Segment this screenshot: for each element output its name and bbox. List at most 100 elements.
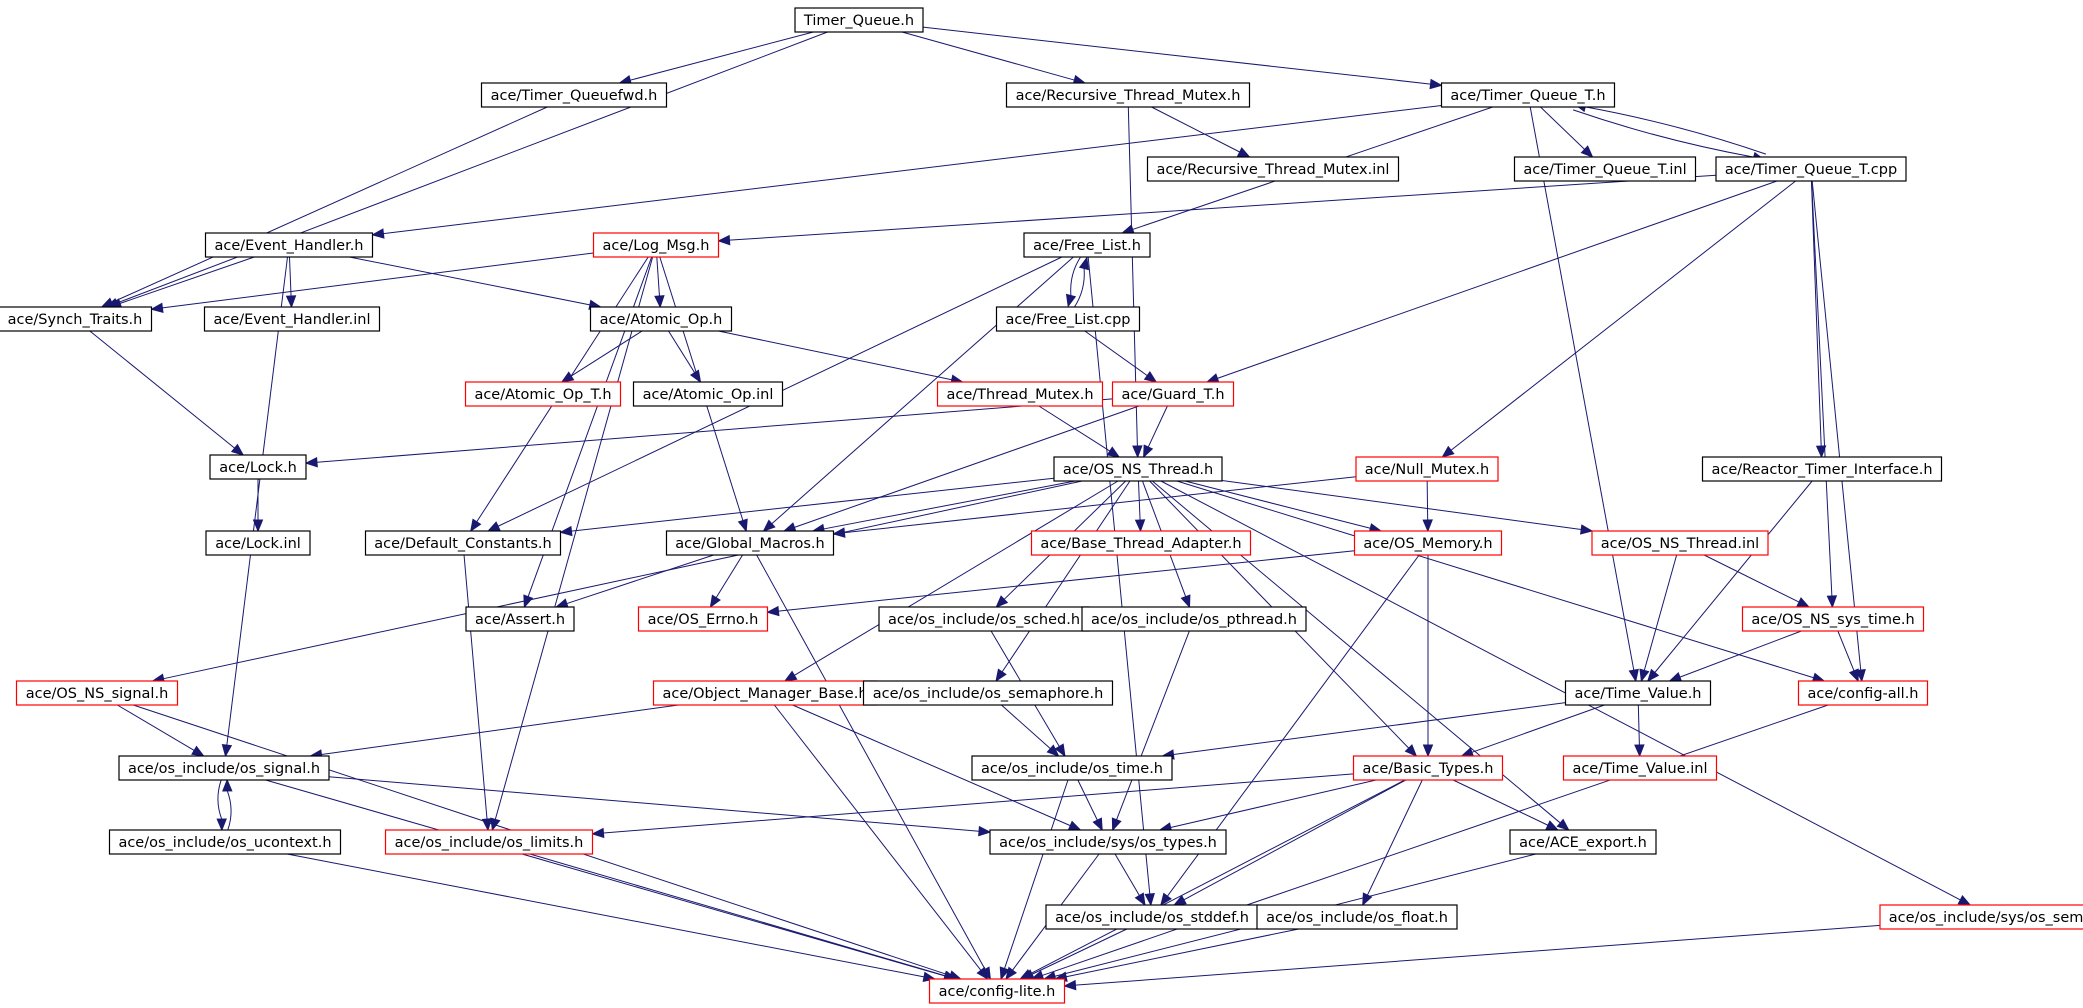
node-ace-lock-inl[interactable]: ace/Lock.inl <box>205 530 311 556</box>
node-box[interactable] <box>632 381 784 407</box>
node-ace-os-include-os-sched-h[interactable]: ace/os_include/os_sched.h <box>878 606 1090 632</box>
node-box[interactable] <box>1111 381 1235 407</box>
node-box[interactable] <box>1562 755 1718 781</box>
node-box[interactable] <box>1879 904 2083 930</box>
node-box[interactable] <box>205 530 311 556</box>
node-ace-os-include-os-float-h[interactable]: ace/os_include/os_float.h <box>1256 904 1458 930</box>
node-ace-atomic-op-inl[interactable]: ace/Atomic_Op.inl <box>632 381 784 407</box>
node-box[interactable] <box>118 755 330 781</box>
node-ace-recursive-thread-mutex-inl[interactable]: ace/Recursive_Thread_Mutex.inl <box>1146 156 1400 182</box>
node-box[interactable] <box>1355 456 1499 482</box>
node-ace-free-list-h[interactable]: ace/Free_List.h <box>1023 232 1151 258</box>
node-box[interactable] <box>1256 904 1458 930</box>
node-box[interactable] <box>1146 156 1400 182</box>
node-box[interactable] <box>204 232 374 258</box>
node-ace-os-ns-thread-inl[interactable]: ace/OS_NS_Thread.inl <box>1591 530 1769 556</box>
node-ace-lock-h[interactable]: ace/Lock.h <box>209 454 307 480</box>
node-ace-os-ns-thread-h[interactable]: ace/OS_NS_Thread.h <box>1053 456 1223 482</box>
node-box[interactable] <box>1440 82 1616 108</box>
node-box[interactable] <box>15 680 179 706</box>
node-box[interactable] <box>465 606 575 632</box>
node-ace-timer-queuefwd-h[interactable]: ace/Timer_Queuefwd.h <box>480 82 668 108</box>
node-ace-reactor-timer-interface-h[interactable]: ace/Reactor_Timer_Interface.h <box>1701 456 1943 482</box>
node-box[interactable] <box>108 829 342 855</box>
node-ace-base-thread-adapter-h[interactable]: ace/Base_Thread_Adapter.h <box>1030 530 1252 556</box>
node-box[interactable] <box>1741 606 1925 632</box>
node-ace-timer-queue-t-h[interactable]: ace/Timer_Queue_T.h <box>1440 82 1616 108</box>
node-ace-timer-queue-t-inl[interactable]: ace/Timer_Queue_T.inl <box>1513 156 1697 182</box>
node-ace-global-macros-h[interactable]: ace/Global_Macros.h <box>665 530 835 556</box>
node-ace-os-include-os-limits-h[interactable]: ace/os_include/os_limits.h <box>384 829 594 855</box>
node-ace-recursive-thread-mutex-h[interactable]: ace/Recursive_Thread_Mutex.h <box>1005 82 1251 108</box>
node-box[interactable] <box>928 978 1066 1004</box>
node-ace-object-manager-base-h[interactable]: ace/Object_Manager_Base.h <box>652 680 878 706</box>
node-ace-os-include-sys-os-sem-h[interactable]: ace/os_include/sys/os_sem.h <box>1879 904 2083 930</box>
node-ace-os-include-os-ucontext-h[interactable]: ace/os_include/os_ucontext.h <box>108 829 342 855</box>
node-box[interactable] <box>384 829 594 855</box>
node-box[interactable] <box>0 306 153 332</box>
node-box[interactable] <box>209 454 307 480</box>
node-ace-config-all-h[interactable]: ace/config-all.h <box>1797 680 1929 706</box>
node-box[interactable] <box>989 829 1227 855</box>
node-box[interactable] <box>1797 680 1929 706</box>
node-box[interactable] <box>1081 606 1307 632</box>
node-ace-ace-export-h[interactable]: ace/ACE_export.h <box>1509 829 1657 855</box>
node-box[interactable] <box>480 82 668 108</box>
node-box[interactable] <box>1045 904 1259 930</box>
node-box[interactable] <box>1352 755 1504 781</box>
node-box[interactable] <box>464 381 622 407</box>
node-ace-timer-queue-t-cpp[interactable]: ace/Timer_Queue_T.cpp <box>1715 156 1907 182</box>
node-box[interactable] <box>637 606 769 632</box>
node-box[interactable] <box>1513 156 1697 182</box>
node-box[interactable] <box>1591 530 1769 556</box>
node-ace-os-include-sys-os-types-h[interactable]: ace/os_include/sys/os_types.h <box>989 829 1227 855</box>
node-box[interactable] <box>1053 456 1223 482</box>
node-box[interactable] <box>665 530 835 556</box>
node-ace-basic-types-h[interactable]: ace/Basic_Types.h <box>1352 755 1504 781</box>
node-box[interactable] <box>794 7 924 33</box>
node-ace-synch-traits-h[interactable]: ace/Synch_Traits.h <box>0 306 153 332</box>
node-box[interactable] <box>1353 530 1503 556</box>
node-ace-os-ns-sys-time-h[interactable]: ace/OS_NS_sys_time.h <box>1741 606 1925 632</box>
node-ace-event-handler-inl[interactable]: ace/Event_Handler.inl <box>203 306 381 332</box>
node-box[interactable] <box>1715 156 1907 182</box>
node-box[interactable] <box>1005 82 1251 108</box>
node-box[interactable] <box>1023 232 1151 258</box>
node-ace-os-include-os-signal-h[interactable]: ace/os_include/os_signal.h <box>118 755 330 781</box>
node-ace-default-constants-h[interactable]: ace/Default_Constants.h <box>364 530 562 556</box>
node-box[interactable] <box>995 306 1141 332</box>
node-ace-log-msg-h[interactable]: ace/Log_Msg.h <box>592 232 720 258</box>
node-ace-event-handler-h[interactable]: ace/Event_Handler.h <box>204 232 374 258</box>
node-box[interactable] <box>652 680 878 706</box>
node-box[interactable] <box>878 606 1090 632</box>
node-box[interactable] <box>862 680 1114 706</box>
node-box[interactable] <box>364 530 562 556</box>
node-box[interactable] <box>1030 530 1252 556</box>
node-ace-thread-mutex-h[interactable]: ace/Thread_Mutex.h <box>936 381 1104 407</box>
node-box[interactable] <box>589 306 733 332</box>
node-ace-atomic-op-t-h[interactable]: ace/Atomic_Op_T.h <box>464 381 622 407</box>
node-ace-time-value-inl[interactable]: ace/Time_Value.inl <box>1562 755 1718 781</box>
node-ace-time-value-h[interactable]: ace/Time_Value.h <box>1564 680 1712 706</box>
node-ace-null-mutex-h[interactable]: ace/Null_Mutex.h <box>1355 456 1499 482</box>
node-box[interactable] <box>1701 456 1943 482</box>
node-box[interactable] <box>592 232 720 258</box>
node-ace-os-errno-h[interactable]: ace/OS_Errno.h <box>637 606 769 632</box>
node-ace-os-include-os-time-h[interactable]: ace/os_include/os_time.h <box>971 755 1173 781</box>
node-ace-config-lite-h[interactable]: ace/config-lite.h <box>928 978 1066 1004</box>
node-ace-os-ns-signal-h[interactable]: ace/OS_NS_signal.h <box>15 680 179 706</box>
node-box[interactable] <box>1509 829 1657 855</box>
node-box[interactable] <box>936 381 1104 407</box>
node-timer-queue-h[interactable]: Timer_Queue.h <box>794 7 924 33</box>
node-ace-os-include-os-semaphore-h[interactable]: ace/os_include/os_semaphore.h <box>862 680 1114 706</box>
node-box[interactable] <box>971 755 1173 781</box>
node-ace-os-include-os-stddef-h[interactable]: ace/os_include/os_stddef.h <box>1045 904 1259 930</box>
node-ace-assert-h[interactable]: ace/Assert.h <box>465 606 575 632</box>
node-ace-guard-t-h[interactable]: ace/Guard_T.h <box>1111 381 1235 407</box>
node-ace-os-include-os-pthread-h[interactable]: ace/os_include/os_pthread.h <box>1081 606 1307 632</box>
node-box[interactable] <box>1564 680 1712 706</box>
node-ace-free-list-cpp[interactable]: ace/Free_List.cpp <box>995 306 1141 332</box>
node-ace-atomic-op-h[interactable]: ace/Atomic_Op.h <box>589 306 733 332</box>
node-box[interactable] <box>203 306 381 332</box>
node-ace-os-memory-h[interactable]: ace/OS_Memory.h <box>1353 530 1503 556</box>
